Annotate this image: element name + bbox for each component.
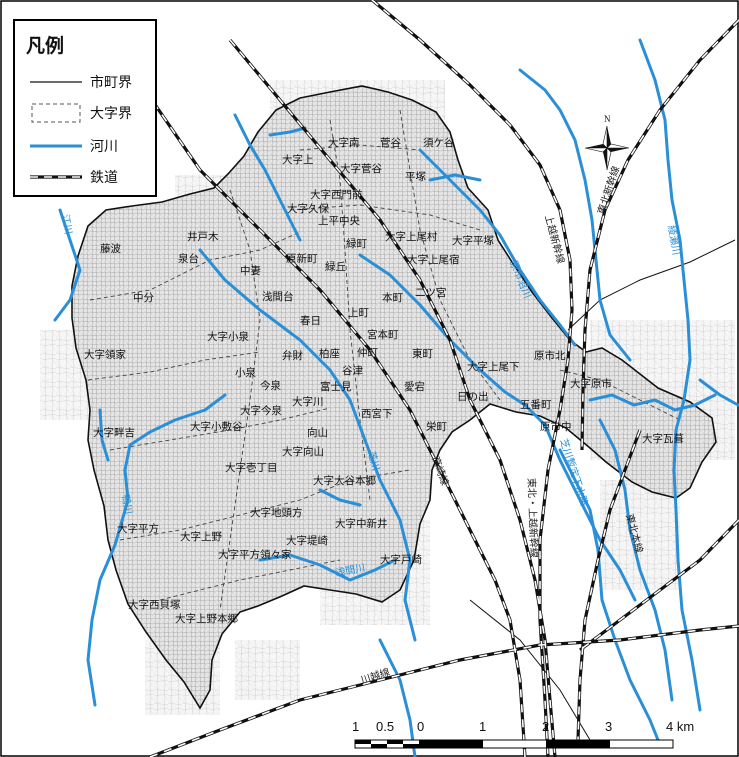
place-label: 大字堤崎 bbox=[286, 534, 328, 547]
place-label: 大字壱丁目 bbox=[225, 461, 278, 474]
place-label: 五番町 bbox=[520, 399, 552, 411]
place-label: 谷津 bbox=[342, 365, 363, 377]
scale-tick-label: 1 bbox=[479, 719, 486, 734]
place-label: 藤波 bbox=[100, 242, 121, 255]
place-label: 栄町 bbox=[426, 420, 447, 433]
place-label: 大字平方領々家 bbox=[218, 548, 292, 561]
scale-tick-label: 0.5 bbox=[376, 719, 394, 734]
place-label: 緑町 bbox=[346, 237, 367, 250]
place-label: 向山 bbox=[307, 426, 328, 439]
place-label: 西宮下 bbox=[361, 407, 393, 420]
place-label: 大字上 bbox=[282, 153, 314, 166]
place-label: 東町 bbox=[412, 347, 433, 360]
legend-title: 凡例 bbox=[26, 34, 64, 57]
place-label: 大字地頭方 bbox=[250, 506, 303, 519]
municipal-boundaries bbox=[469, 239, 736, 741]
river-label: 鴨川 bbox=[119, 493, 135, 515]
place-label: 大字上尾下 bbox=[467, 360, 520, 373]
place-label: 春日 bbox=[300, 315, 321, 327]
place-label: 大字川 bbox=[292, 395, 324, 408]
place-label: 上町 bbox=[348, 307, 369, 319]
legend: 凡例 市町界 大字界 河川 鉄道 bbox=[13, 19, 157, 197]
scale-tick-label: 3 bbox=[605, 719, 612, 734]
place-label: 大字上尾村 bbox=[385, 230, 438, 243]
place-label: 須ケ谷 bbox=[423, 137, 455, 149]
place-label: 大字中新井 bbox=[335, 517, 388, 530]
place-label: 中妻 bbox=[240, 264, 261, 277]
place-label: 大字上野本郷 bbox=[175, 612, 238, 625]
place-label: 泉台 bbox=[178, 252, 199, 265]
railways bbox=[143, 0, 739, 757]
place-label: 弁財 bbox=[282, 349, 303, 362]
scale-tick-label: 2 bbox=[542, 719, 549, 734]
legend-label: 市町界 bbox=[90, 74, 132, 91]
legend-box bbox=[13, 19, 157, 197]
place-label: 原市北 bbox=[534, 349, 566, 362]
scale-tick-label: 4 km bbox=[666, 719, 694, 734]
place-label: 本町 bbox=[382, 291, 403, 304]
scale-bar: 1 0.5 0 1 2 3 4 km bbox=[352, 719, 694, 749]
place-label: 大字平塚 bbox=[452, 234, 494, 247]
legend-symbol-oaza bbox=[31, 103, 81, 123]
place-label: 仲町 bbox=[357, 346, 378, 359]
legend-label: 河川 bbox=[90, 139, 118, 155]
rivers bbox=[53, 38, 739, 757]
place-label: 今泉 bbox=[260, 379, 281, 392]
place-label: 大字西門前 bbox=[310, 188, 363, 201]
place-label: 大字小敷谷 bbox=[190, 420, 243, 433]
place-label: 原市中 bbox=[540, 420, 572, 433]
place-label: 中分 bbox=[133, 291, 154, 304]
city-area bbox=[71, 85, 717, 710]
place-labels: 大字南 菅谷 須ケ谷 大字上 大字菅谷 平塚 大字西門前 大字久保 上平中央 井… bbox=[84, 136, 684, 625]
place-label: 大字菅谷 bbox=[340, 162, 382, 175]
place-label: 原新町 bbox=[286, 252, 318, 265]
north-arrow: N bbox=[584, 114, 630, 171]
place-label: 大字久保 bbox=[287, 202, 329, 215]
north-letter: N bbox=[604, 114, 611, 124]
legend-label: 大字界 bbox=[90, 106, 132, 122]
place-label: 大字向山 bbox=[282, 445, 324, 458]
place-label: 上平中央 bbox=[318, 214, 360, 227]
place-label: 愛宕 bbox=[404, 380, 425, 393]
place-label: 大字瓦葺 bbox=[642, 432, 684, 445]
place-label: 菅谷 bbox=[380, 137, 401, 149]
place-label: 富士見 bbox=[320, 380, 352, 393]
place-label: 井戸木 bbox=[187, 230, 219, 243]
scale-tick-label: 1 bbox=[352, 719, 359, 734]
scale-tick-label: 0 bbox=[417, 719, 424, 734]
place-label: 大字原市 bbox=[570, 377, 612, 390]
place-label: 大字戸崎 bbox=[380, 553, 422, 566]
place-label: 大字大谷本郷 bbox=[313, 474, 376, 487]
river-label: 江川 bbox=[59, 213, 74, 235]
place-label: 日の出 bbox=[457, 390, 489, 403]
place-label: 柏座 bbox=[319, 347, 340, 360]
place-label: 大字畔吉 bbox=[93, 426, 135, 439]
place-label: 二ツ宮 bbox=[415, 286, 447, 299]
place-label: 大字上尾宿 bbox=[407, 253, 460, 266]
place-label: 大字小泉 bbox=[207, 330, 249, 343]
place-label: 大字南 bbox=[328, 136, 360, 149]
place-label: 小泉 bbox=[235, 366, 256, 379]
place-label: 大字平方 bbox=[117, 522, 159, 535]
place-label: 大字今泉 bbox=[240, 404, 282, 417]
legend-label: 鉄道 bbox=[90, 170, 118, 186]
place-label: 大字西貝塚 bbox=[128, 598, 181, 611]
place-label: 浅間台 bbox=[262, 290, 294, 303]
place-label: 大字上野 bbox=[180, 530, 222, 543]
place-label: 大字領家 bbox=[84, 348, 126, 361]
railway-label: 東北・上越新幹線 bbox=[525, 478, 541, 558]
place-label: 宮本町 bbox=[367, 328, 399, 341]
place-label: 平塚 bbox=[405, 171, 426, 183]
place-label: 緑丘 bbox=[325, 260, 346, 273]
